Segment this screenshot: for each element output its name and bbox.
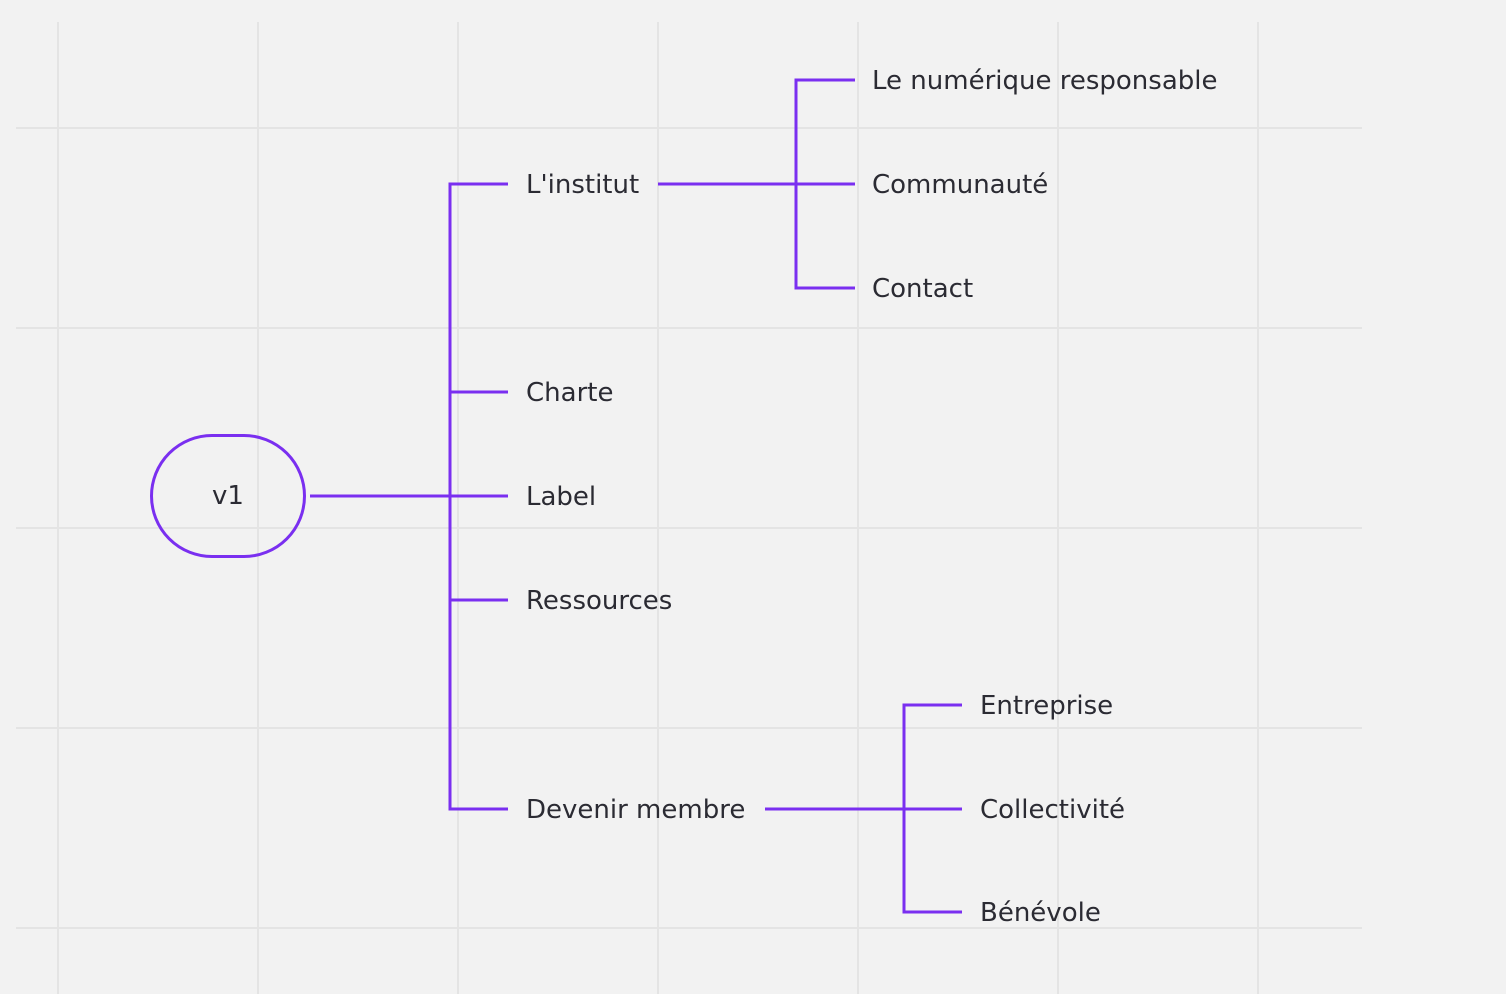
root-node-v1[interactable]: v1 <box>150 434 306 558</box>
node-ressources[interactable]: Ressources <box>526 586 673 616</box>
root-node-label: v1 <box>212 481 244 511</box>
connector-trunk-bottom <box>448 496 508 811</box>
node-collectivite[interactable]: Collectivité <box>980 795 1126 825</box>
node-charte[interactable]: Charte <box>526 378 614 408</box>
node-linstitut[interactable]: L'institut <box>526 170 640 200</box>
node-entreprise[interactable]: Entreprise <box>980 691 1114 721</box>
node-devenir-membre[interactable]: Devenir membre <box>526 795 746 825</box>
connector-trunk-top <box>448 182 508 496</box>
node-label[interactable]: Label <box>526 482 597 512</box>
connector-institut-bracket <box>794 78 855 290</box>
node-communaute[interactable]: Communauté <box>872 170 1049 200</box>
connector-membre-bracket <box>902 703 962 914</box>
node-benevole[interactable]: Bénévole <box>980 898 1101 928</box>
node-contact[interactable]: Contact <box>872 274 974 304</box>
node-numerique-responsable[interactable]: Le numérique responsable <box>872 66 1218 96</box>
